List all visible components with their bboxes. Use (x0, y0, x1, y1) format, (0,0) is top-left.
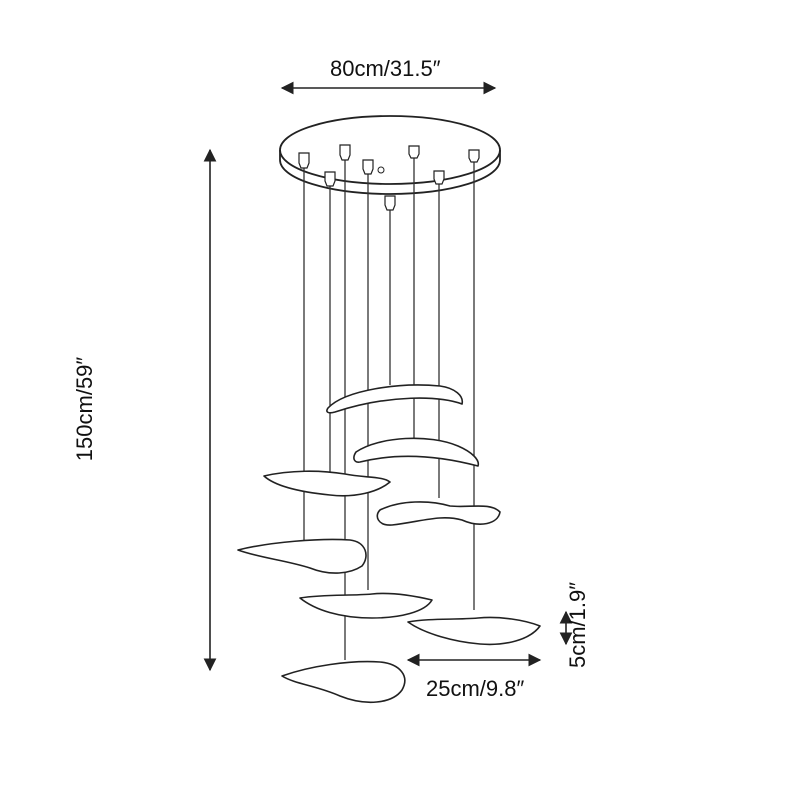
leaf-shade-7 (407, 616, 541, 646)
leaf-width-label: 25cm/9.8″ (426, 676, 525, 701)
canopy-screw-icon (377, 166, 385, 174)
leaf-shade-8 (281, 660, 406, 704)
overall-height-label: 150cm/59″ (72, 356, 97, 462)
ceiling-canopy (279, 115, 501, 195)
leaf-shade-6 (299, 592, 433, 619)
leaf-shades (237, 384, 541, 704)
leaf-shade-5 (237, 538, 367, 574)
leaf-shade-4 (376, 501, 501, 526)
overall-width-label: 80cm/31.5″ (330, 56, 441, 81)
leaf-shade-2 (353, 437, 480, 467)
leaf-shade-1 (326, 384, 464, 414)
leaf-shade-3 (263, 470, 391, 497)
wire-sockets (298, 144, 480, 211)
leaf-thickness-label: 5cm/1.9″ (565, 581, 590, 669)
